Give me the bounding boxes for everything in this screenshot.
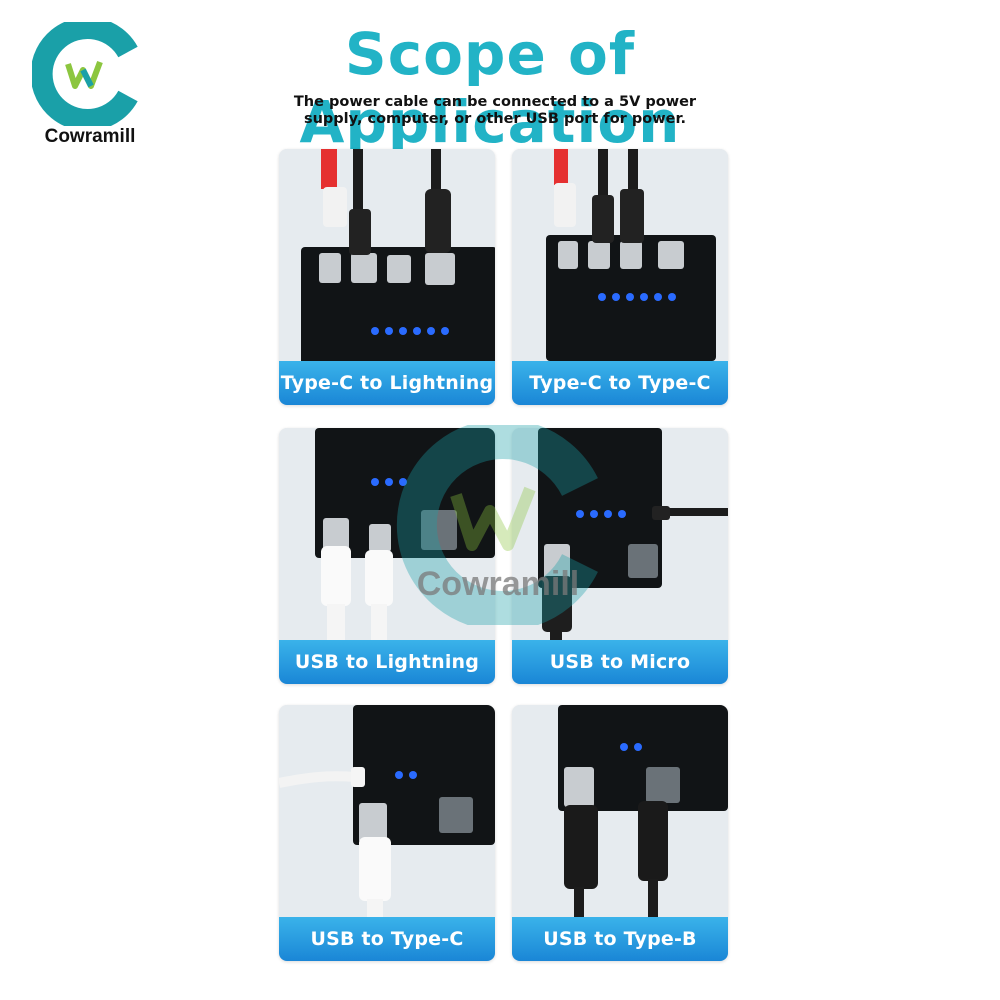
card-label: Type-C to Type-C — [512, 361, 728, 405]
card-type-c-to-type-c: Type-C to Type-C — [512, 149, 728, 405]
watermark-text: Cowramill — [416, 565, 580, 603]
page-title: Scope of Application — [299, 20, 681, 156]
card-usb-to-type-c: USB to Type-C — [279, 705, 495, 961]
card-label: USB to Type-B — [512, 917, 728, 961]
card-label: Type-C to Lightning — [279, 361, 495, 405]
card-usb-to-lightning: USB to Lightning — [279, 428, 495, 684]
card-label: USB to Type-C — [279, 917, 495, 961]
brand-name: Cowramill — [44, 126, 136, 147]
page-subtitle: The power cable can be connected to a 5V… — [293, 94, 697, 127]
card-usb-to-type-b: USB to Type-B — [512, 705, 728, 961]
card-label: USB to Micro — [512, 640, 728, 684]
cowramill-logo-icon — [32, 22, 138, 126]
card-label: USB to Lightning — [279, 640, 495, 684]
card-type-c-to-lightning: Type-C to Lightning — [279, 149, 495, 405]
card-usb-to-micro: USB to Micro — [512, 428, 728, 684]
